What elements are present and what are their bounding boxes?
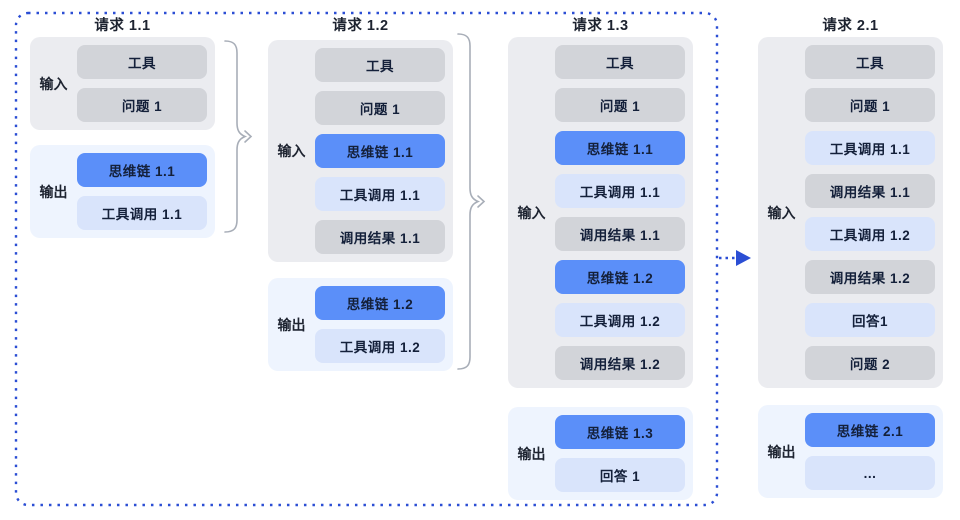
chip-question-2: 问题 2	[805, 346, 935, 380]
column-title-request-1.3: 请求 1.3	[572, 18, 629, 34]
chip-tools: 工具	[805, 45, 935, 79]
input-label: 输入	[767, 204, 796, 221]
chip-cot-1.1: 思维链 1.1	[315, 134, 445, 168]
chip-call-result-1.2: 调用结果 1.2	[805, 260, 935, 294]
column-title-request-2.1: 请求 2.1	[822, 18, 879, 34]
arrowhead-icon	[736, 250, 751, 266]
chip-question-1: 问题 1	[315, 91, 445, 125]
brace-arrowhead	[244, 130, 253, 143]
chip-stack: 思维链 2.1...	[805, 413, 935, 490]
chip-tool-call-1.1: 工具调用 1.1	[315, 177, 445, 211]
chip-ellipsis: ...	[805, 456, 935, 490]
chip-answer-1: 回答1	[805, 303, 935, 337]
chip-tool-call-1.2: 工具调用 1.2	[805, 217, 935, 251]
output-group-request-1.3: 输出思维链 1.3 回答 1	[508, 407, 693, 500]
input-group-request-2.1: 输入 工具问题 1 工具调用 1.1 调用结果 1.1 工具调用 1.2 调用结果 1.2…	[758, 37, 943, 388]
chip-stack: 思维链 1.2 工具调用 1.2	[315, 286, 445, 363]
output-group-request-1.2: 输出思维链 1.2 工具调用 1.2	[268, 278, 453, 371]
output-group-request-1.1: 输出思维链 1.1 工具调用 1.1	[30, 145, 215, 238]
chip-tool-call-1.1: 工具调用 1.1	[555, 174, 685, 208]
input-label: 输入	[277, 143, 306, 159]
chip-cot-1.1: 思维链 1.1	[77, 153, 207, 187]
chip-tools: 工具	[77, 45, 207, 79]
chip-cot-2.1: 思维链 2.1	[805, 413, 935, 447]
brace-connector-request-1.2-to-1.3	[457, 33, 486, 370]
chip-cot-1.1: 思维链 1.1	[555, 131, 685, 165]
chip-answer-1: 回答 1	[555, 458, 685, 492]
chip-tools: 工具	[315, 48, 445, 82]
output-label: 输出	[277, 316, 306, 333]
chip-stack: 工具问题 1 工具调用 1.1 调用结果 1.1 工具调用 1.2 调用结果 1.2 回答…	[805, 45, 935, 380]
chip-stack: 工具问题 1 思维链 1.1 工具调用 1.1 调用结果 1.1	[315, 48, 445, 254]
output-label: 输出	[767, 443, 796, 460]
chip-stack: 思维链 1.3 回答 1	[555, 415, 685, 492]
input-label: 输入	[517, 204, 546, 221]
chip-tool-call-1.1: 工具调用 1.1	[805, 131, 935, 165]
chip-tool-call-1.1: 工具调用 1.1	[77, 196, 207, 230]
column-title-request-1.2: 请求 1.2	[332, 18, 389, 34]
input-group-request-1.2: 输入 工具问题 1 思维链 1.1 工具调用 1.1 调用结果 1.1	[268, 40, 453, 262]
chip-call-result-1.1: 调用结果 1.1	[315, 220, 445, 254]
chip-question-1: 问题 1	[555, 88, 685, 122]
brace-arrowhead	[477, 195, 486, 208]
chip-question-1: 问题 1	[77, 88, 207, 122]
chip-stack: 思维链 1.1 工具调用 1.1	[77, 153, 207, 230]
chip-call-result-1.2: 调用结果 1.2	[555, 346, 685, 380]
output-group-request-2.1: 输出思维链 2.1...	[758, 405, 943, 498]
column-title-request-1.1: 请求 1.1	[94, 18, 151, 34]
chip-cot-1.2: 思维链 1.2	[315, 286, 445, 320]
brace-connector-request-1.1-to-1.2	[224, 40, 253, 233]
input-label: 输入	[39, 75, 68, 92]
chip-tool-call-1.2: 工具调用 1.2	[555, 303, 685, 337]
chip-tool-call-1.2: 工具调用 1.2	[315, 329, 445, 363]
input-group-request-1.1: 输入工具问题 1	[30, 37, 215, 130]
chip-call-result-1.1: 调用结果 1.1	[805, 174, 935, 208]
chip-stack: 工具问题 1 思维链 1.1 工具调用 1.1 调用结果 1.1 思维链 1.2 工具调用…	[555, 45, 685, 380]
dotted-arrow-to-request-2.1	[719, 250, 751, 266]
output-label: 输出	[39, 183, 68, 200]
chip-cot-1.2: 思维链 1.2	[555, 260, 685, 294]
output-label: 输出	[517, 445, 546, 462]
chip-tools: 工具	[555, 45, 685, 79]
chip-call-result-1.1: 调用结果 1.1	[555, 217, 685, 251]
chip-stack: 工具问题 1	[77, 45, 207, 122]
chip-question-1: 问题 1	[805, 88, 935, 122]
chip-cot-1.3: 思维链 1.3	[555, 415, 685, 449]
